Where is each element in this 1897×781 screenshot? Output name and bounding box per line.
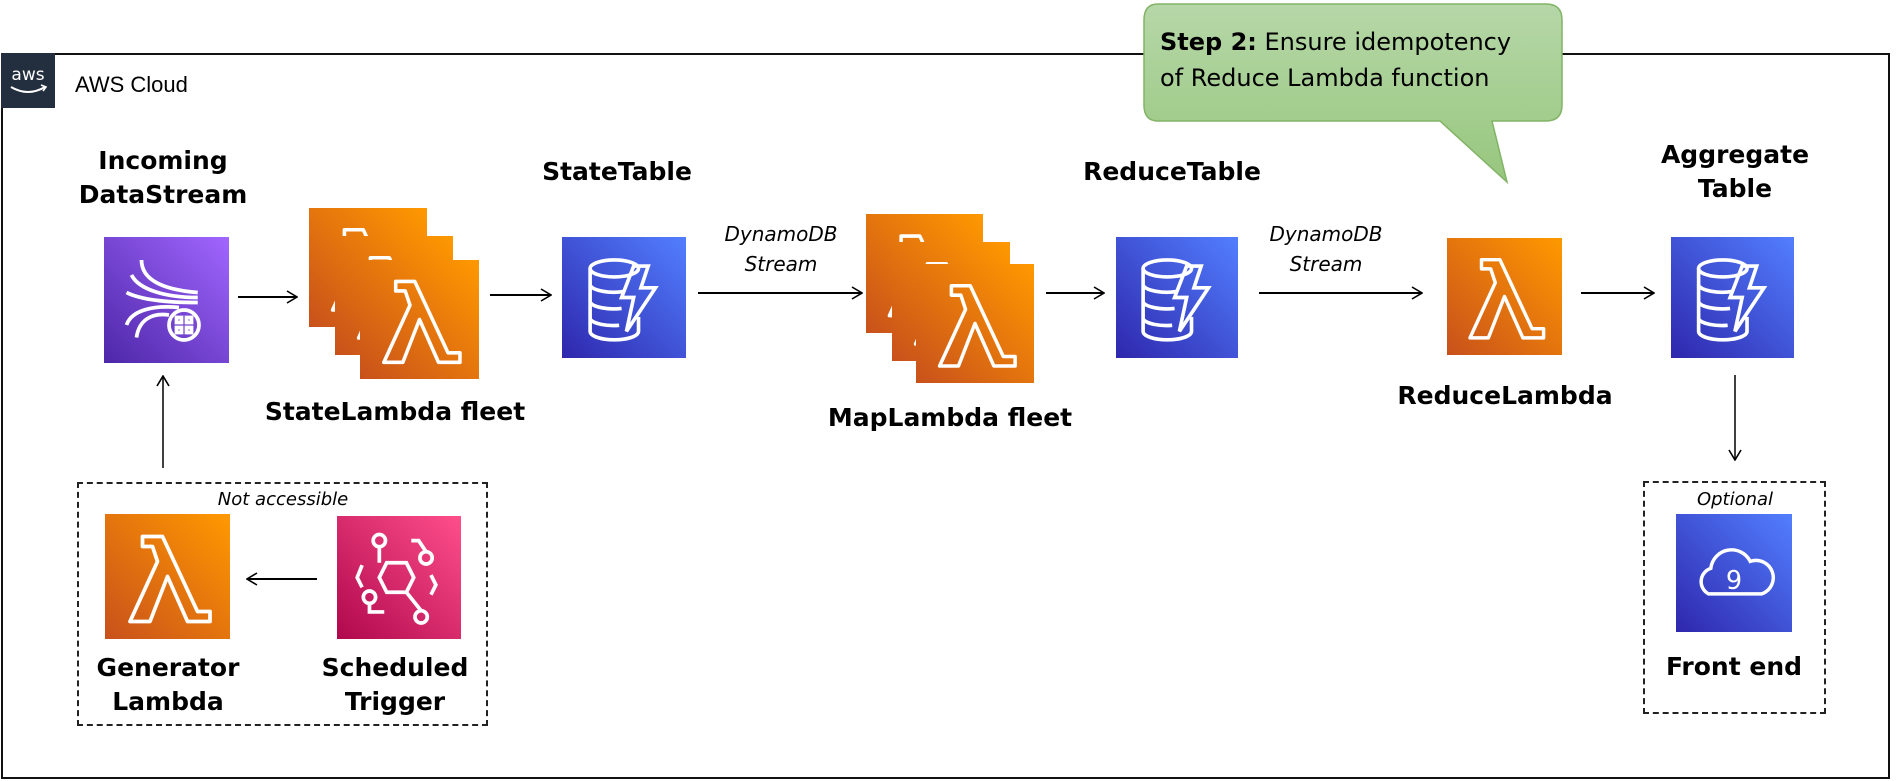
- statetable-label: StateTable: [542, 157, 692, 186]
- scheduled-label-line2: Trigger: [344, 687, 446, 716]
- svg-text:aws: aws: [11, 65, 44, 85]
- stream2-line1: DynamoDB: [1269, 222, 1383, 246]
- not-accessible-label: Not accessible: [217, 489, 349, 510]
- aggregate-label: Aggregate Table: [1661, 138, 1809, 206]
- statelambda-label: StateLambda fleet: [264, 397, 526, 426]
- cloud9-icon[interactable]: [1676, 514, 1792, 632]
- callout-line1: Ensure idempotency: [1256, 28, 1512, 56]
- aws-cloud-group: [1, 53, 1890, 779]
- scheduled-label-line1: Scheduled: [321, 653, 469, 682]
- aggregate-label-line2: Table: [1697, 174, 1773, 203]
- generator-label: Generator Lambda: [97, 651, 240, 719]
- callout-text: Step 2: Ensure idempotency of Reduce Lam…: [1160, 24, 1511, 96]
- generator-label-line2: Lambda: [112, 687, 224, 716]
- optional-group: [1643, 481, 1826, 714]
- callout-step: Step 2:: [1160, 28, 1257, 56]
- frontend-label: Front end: [1665, 652, 1803, 681]
- not-accessible-group: [77, 482, 488, 726]
- eventbridge-icon[interactable]: [337, 516, 461, 639]
- callout-line2: of Reduce Lambda function: [1160, 64, 1490, 92]
- dynamodb-icon[interactable]: [562, 237, 686, 358]
- stream1-line2: Stream: [744, 252, 818, 276]
- aws-cloud-title: AWS Cloud: [75, 72, 188, 97]
- stream1-label: DynamoDB Stream: [724, 219, 837, 279]
- lambda-icon[interactable]: [916, 264, 1034, 383]
- stream1-line1: DynamoDB: [724, 222, 838, 246]
- scheduled-label: Scheduled Trigger: [322, 651, 469, 719]
- lambda-icon[interactable]: [360, 260, 479, 379]
- aggregate-label-line1: Aggregate: [1660, 140, 1810, 169]
- maplambda-label: MapLambda fleet: [827, 403, 1073, 432]
- reducetable-label: ReduceTable: [1083, 157, 1261, 186]
- stream2-line2: Stream: [1289, 252, 1363, 276]
- generator-label-line1: Generator: [96, 653, 240, 682]
- optional-label: Optional: [1696, 489, 1774, 510]
- stream2-label: DynamoDB Stream: [1269, 219, 1382, 279]
- aws-logo-icon: aws: [1, 53, 55, 108]
- reducelambda-label: ReduceLambda: [1397, 381, 1613, 410]
- callout-bubble: [1143, 3, 1563, 185]
- incoming-label-line1: Incoming: [98, 146, 228, 175]
- incoming-label-line2: DataStream: [78, 180, 248, 209]
- dynamodb-icon[interactable]: [1671, 237, 1794, 358]
- kinesis-data-streams-icon[interactable]: [104, 237, 229, 363]
- lambda-icon[interactable]: [105, 514, 230, 639]
- incoming-label: Incoming DataStream: [79, 144, 248, 212]
- dynamodb-icon[interactable]: [1116, 237, 1238, 358]
- lambda-icon[interactable]: [1447, 238, 1562, 355]
